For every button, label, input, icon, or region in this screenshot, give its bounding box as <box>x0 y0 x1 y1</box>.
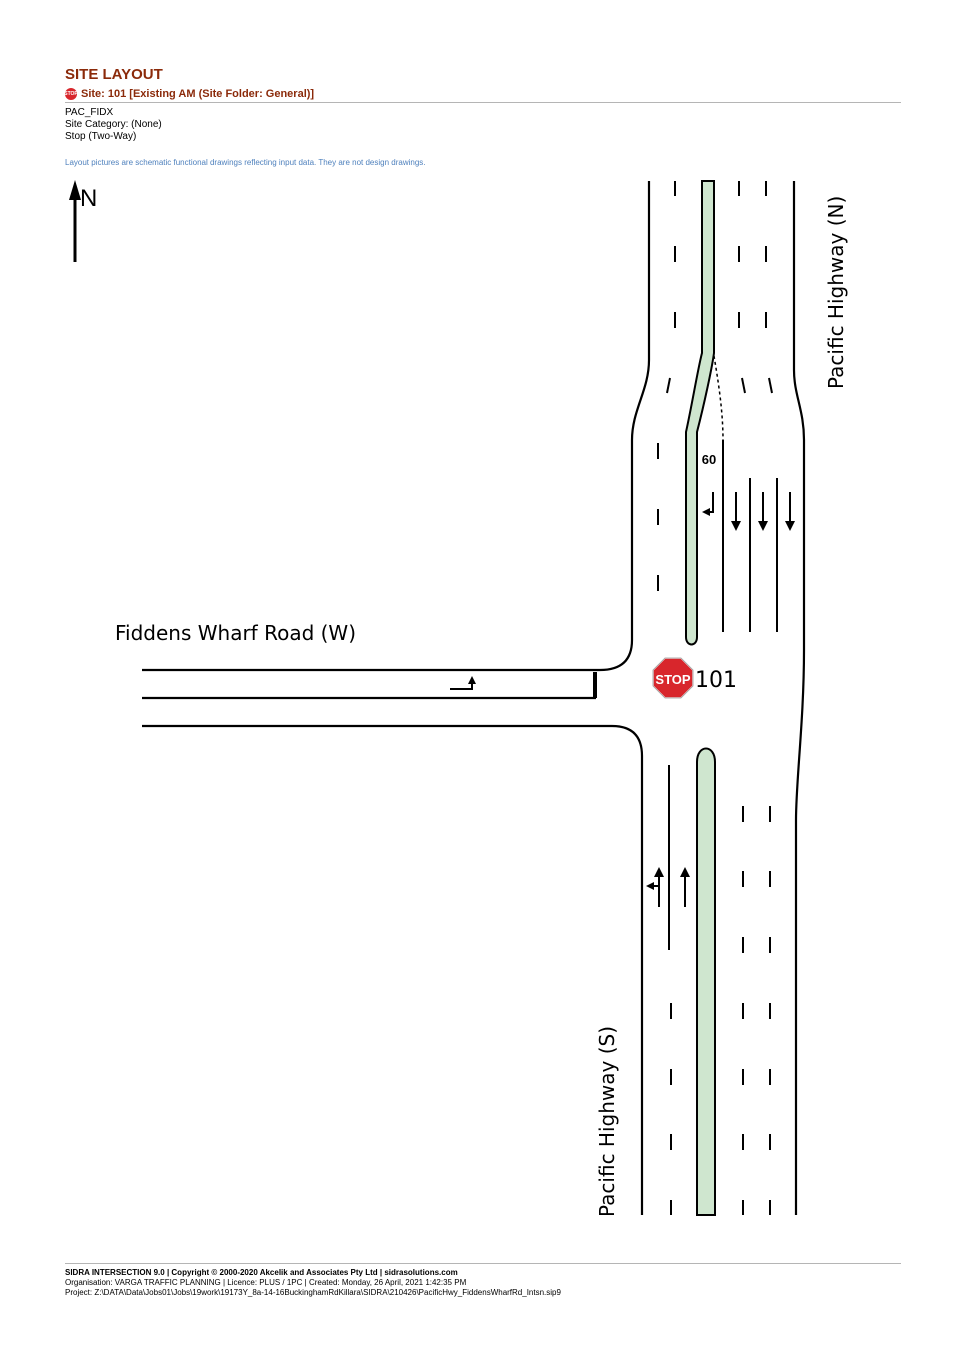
north-arrow: N <box>69 180 97 262</box>
left-turn-arrow-icon <box>450 676 476 690</box>
stop-sign: STOP <box>652 657 694 699</box>
stop-sign-icon: STOP <box>64 88 78 100</box>
approach-west-label: Fiddens Wharf Road (W) <box>115 621 356 645</box>
stop-sign-text: STOP <box>655 672 690 687</box>
south-west-edge <box>142 724 644 1215</box>
right-turn-arrow-icon <box>702 492 714 516</box>
north-east-edge <box>792 181 806 1215</box>
header-divider <box>65 102 901 103</box>
north-arrow-icon <box>69 180 81 200</box>
approach-north-label: Pacific Highway (N) <box>824 196 848 389</box>
control-type: Stop (Two-Way) <box>65 131 137 142</box>
north-median <box>685 180 715 646</box>
lane-markings-south <box>668 765 771 1215</box>
footer-divider <box>65 1263 901 1264</box>
north-label: N <box>80 185 97 212</box>
approach-south-label: Pacific Highway (S) <box>595 1026 619 1217</box>
site-title: Site: 101 [Existing AM (Site Folder: Gen… <box>81 88 315 100</box>
north-west-edge <box>142 181 651 672</box>
site-category: Site Category: (None) <box>65 119 162 130</box>
north-lane-arrows <box>702 492 795 531</box>
site-number: 101 <box>695 668 737 693</box>
short-lane-length: 60 <box>702 452 716 467</box>
lane-markings-north <box>657 181 778 632</box>
site-id: PAC_FIDX <box>65 107 114 118</box>
short-lane-taper <box>713 355 724 441</box>
footer-organisation: Organisation: VARGA TRAFFIC PLANNING | L… <box>65 1278 467 1287</box>
south-lane-arrows <box>646 867 690 907</box>
layout-note: Layout pictures are schematic functional… <box>65 158 426 167</box>
south-median <box>696 747 716 1216</box>
footer-copyright: SIDRA INTERSECTION 9.0 | Copyright © 200… <box>65 1268 458 1277</box>
footer-project-path: Project: Z:\DATA\Data\Jobs01\Jobs\19work… <box>65 1288 561 1297</box>
road-edges <box>142 181 806 1215</box>
site-heading: STOP Site: 101 [Existing AM (Site Folder… <box>64 88 315 100</box>
page-title: SITE LAYOUT <box>65 66 163 83</box>
